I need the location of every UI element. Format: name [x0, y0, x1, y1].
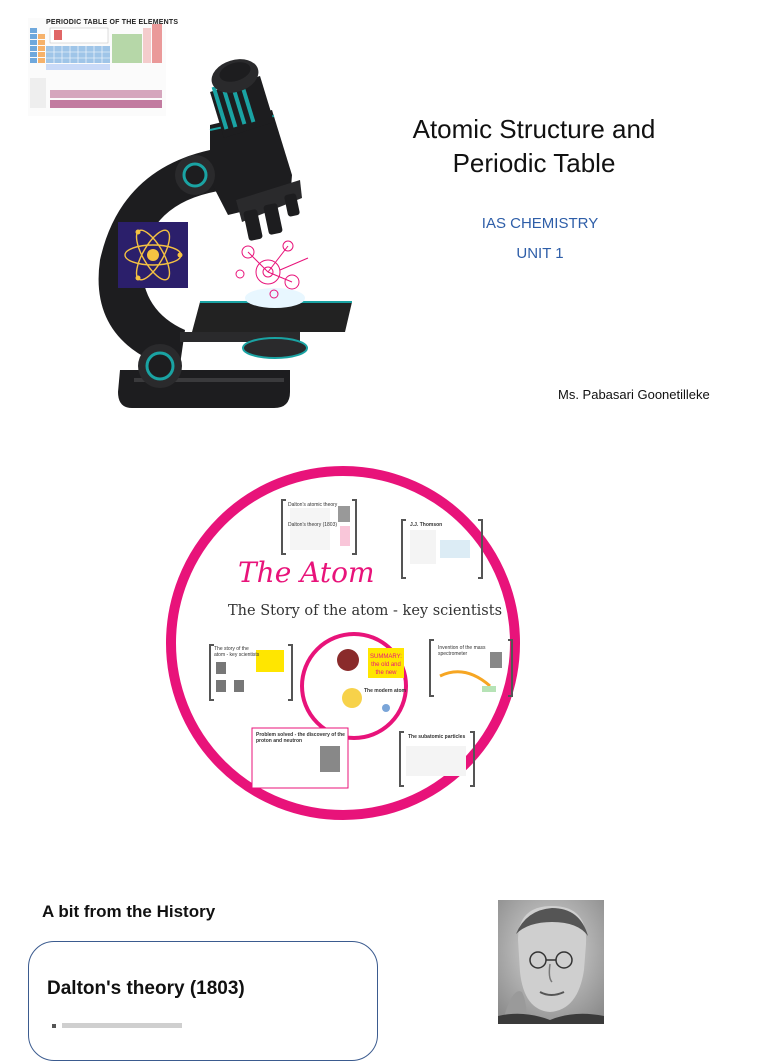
frame-dalton — [281, 499, 357, 555]
frame-label-dalton: Dalton's atomic theory — [288, 502, 338, 508]
cut-off-text-line — [52, 1023, 182, 1028]
author-name: Ms. Pabasari Goonetilleke — [558, 387, 710, 402]
frame-label-invention: Invention of the mass spectrometer — [438, 645, 486, 657]
periodic-table-image — [28, 18, 166, 116]
frame-label-subatomic: The subatomic particles — [408, 734, 466, 740]
frame-problem — [251, 727, 349, 789]
title-line-2: Periodic Table — [452, 148, 616, 178]
frame-label-modern: The modern atom — [364, 688, 406, 694]
frame-story — [209, 644, 293, 701]
frame-summary: SUMMARY: the old and the new — [337, 648, 404, 712]
subtitle-unit: UNIT 1 — [516, 245, 564, 262]
atom-subheading: The Story of the atom - key scientists — [228, 603, 503, 619]
svg-text:SUMMARY:: SUMMARY: — [370, 654, 402, 660]
frame-label-story: The story of the atom - key scientists — [214, 646, 260, 658]
subtitle-course: IAS CHEMISTRY — [481, 215, 599, 232]
periodic-table-title: PERIODIC TABLE OF THE ELEMENTS — [46, 19, 179, 26]
title-line-1: Atomic Structure and — [412, 114, 656, 144]
history-heading: A bit from the History — [42, 902, 216, 921]
frame-invention — [429, 639, 513, 697]
inner-ring — [300, 632, 408, 740]
frame-label-problem: Problem solved - the discovery of the pr… — [256, 732, 345, 744]
dalton-theory-title: Dalton's theory (1803) — [47, 978, 245, 999]
atom-icon — [118, 222, 188, 288]
prezi-atom-diagram: SUMMARY: the old and the new — [166, 466, 520, 820]
svg-text:the new: the new — [375, 670, 397, 676]
frame-subatomic — [399, 731, 475, 787]
slide-title: Atomic Structure and Periodic Table — [360, 112, 708, 180]
atom-heading: The Atom — [238, 556, 375, 589]
frame-label-dalton-theory: Dalton's theory (1803) — [288, 522, 338, 528]
outer-ring — [166, 466, 520, 820]
microscope-illustration — [98, 59, 352, 408]
dalton-theory-box — [28, 941, 378, 1061]
svg-text:the old and: the old and — [371, 662, 401, 668]
frame-label-thomson: J.J. Thomson — [410, 522, 443, 528]
dalton-portrait-image — [498, 900, 604, 1024]
frame-thomson — [401, 519, 483, 579]
